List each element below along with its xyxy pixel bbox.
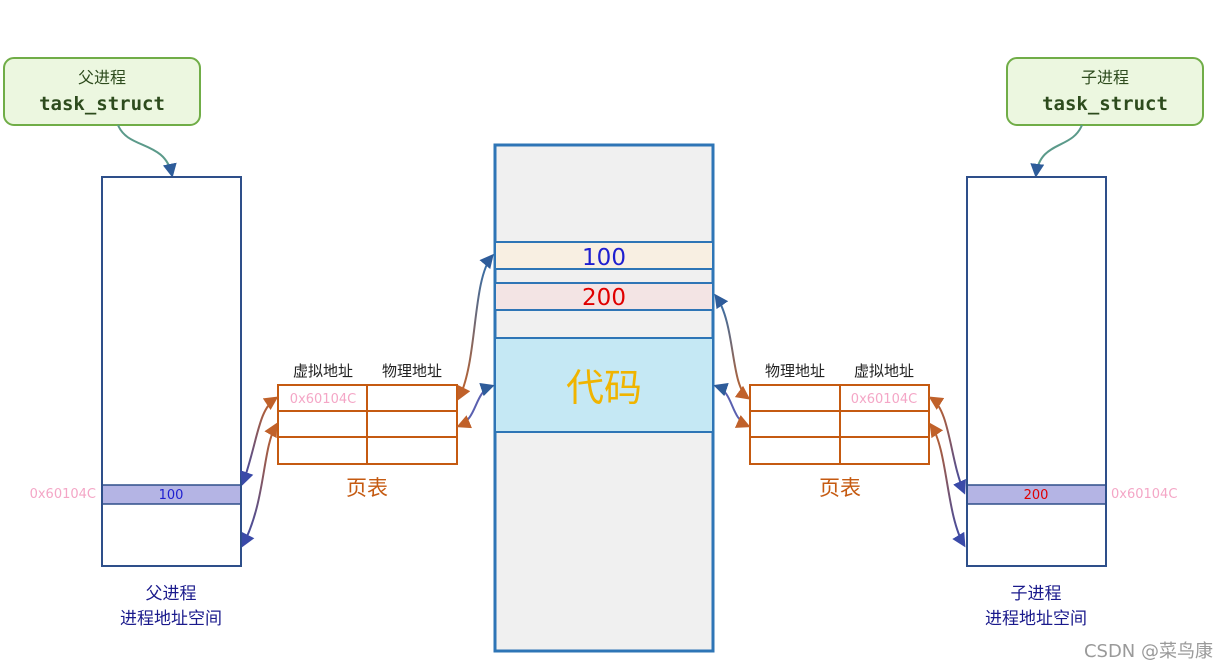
- parent-variable-row: [103, 485, 240, 504]
- parent-caption-title: 父进程: [146, 584, 197, 604]
- parent-variable-address: 0x60104C: [30, 487, 96, 502]
- left-page-table-title: 页表: [346, 476, 388, 500]
- right-page-table-title: 页表: [819, 476, 861, 500]
- right-table-entry-virtual: 0x60104C: [851, 392, 917, 407]
- right-table-to-child-code-arrow: [929, 422, 966, 548]
- child-bubble-pointer: [1030, 124, 1083, 178]
- child-variable-address: 0x60104C: [1111, 487, 1177, 502]
- child-bubble-title: 子进程: [1081, 68, 1129, 87]
- parent-bubble-pointer: [117, 124, 177, 178]
- parent-bubble-title: 父进程: [78, 68, 126, 87]
- child-bubble-struct: task_struct: [1042, 93, 1168, 115]
- csdn-watermark: CSDN @菜鸟康: [1084, 641, 1213, 662]
- left-table-header-virtual: 虚拟地址: [293, 362, 353, 380]
- child-caption-subtitle: 进程地址空间: [985, 609, 1087, 629]
- physical-memory: 100 200 代码: [493, 143, 715, 653]
- parent-to-page-table-arrow: [240, 396, 279, 486]
- child-variable-value: 200: [1024, 488, 1049, 503]
- memory-value-100: 100: [582, 245, 626, 271]
- memory-200-to-right-table-arrow: [714, 293, 751, 400]
- memory-code-segment: [496, 338, 712, 432]
- code-to-right-table-arrow: [713, 382, 751, 428]
- left-table-to-memory-100-arrow: [457, 253, 494, 401]
- parent-code-to-page-table-arrow: [241, 422, 278, 548]
- parent-variable-value: 100: [159, 488, 184, 503]
- parent-caption-subtitle: 进程地址空间: [120, 609, 222, 629]
- child-caption-title: 子进程: [1011, 584, 1062, 604]
- child-variable-row: [968, 485, 1105, 504]
- parent-bubble-struct: task_struct: [39, 93, 165, 115]
- right-page-table: [749, 384, 930, 465]
- left-table-header-physical: 物理地址: [382, 362, 442, 380]
- memory-value-200: 200: [582, 285, 626, 311]
- parent-address-space: 100: [101, 176, 242, 567]
- left-table-entry-virtual: 0x60104C: [290, 392, 356, 407]
- parent-task-struct-bubble: 父进程 task_struct: [3, 57, 201, 126]
- right-table-header-physical: 物理地址: [765, 362, 825, 380]
- right-table-to-child-arrow: [928, 396, 966, 495]
- left-page-table: [277, 384, 458, 465]
- child-address-space: 200: [966, 176, 1107, 567]
- left-table-to-code-arrow: [456, 382, 495, 429]
- memory-cell-100: [496, 242, 712, 269]
- memory-cell-200: [496, 283, 712, 310]
- memory-code-label: 代码: [566, 366, 642, 410]
- child-task-struct-bubble: 子进程 task_struct: [1006, 57, 1204, 126]
- right-table-header-virtual: 虚拟地址: [854, 362, 914, 380]
